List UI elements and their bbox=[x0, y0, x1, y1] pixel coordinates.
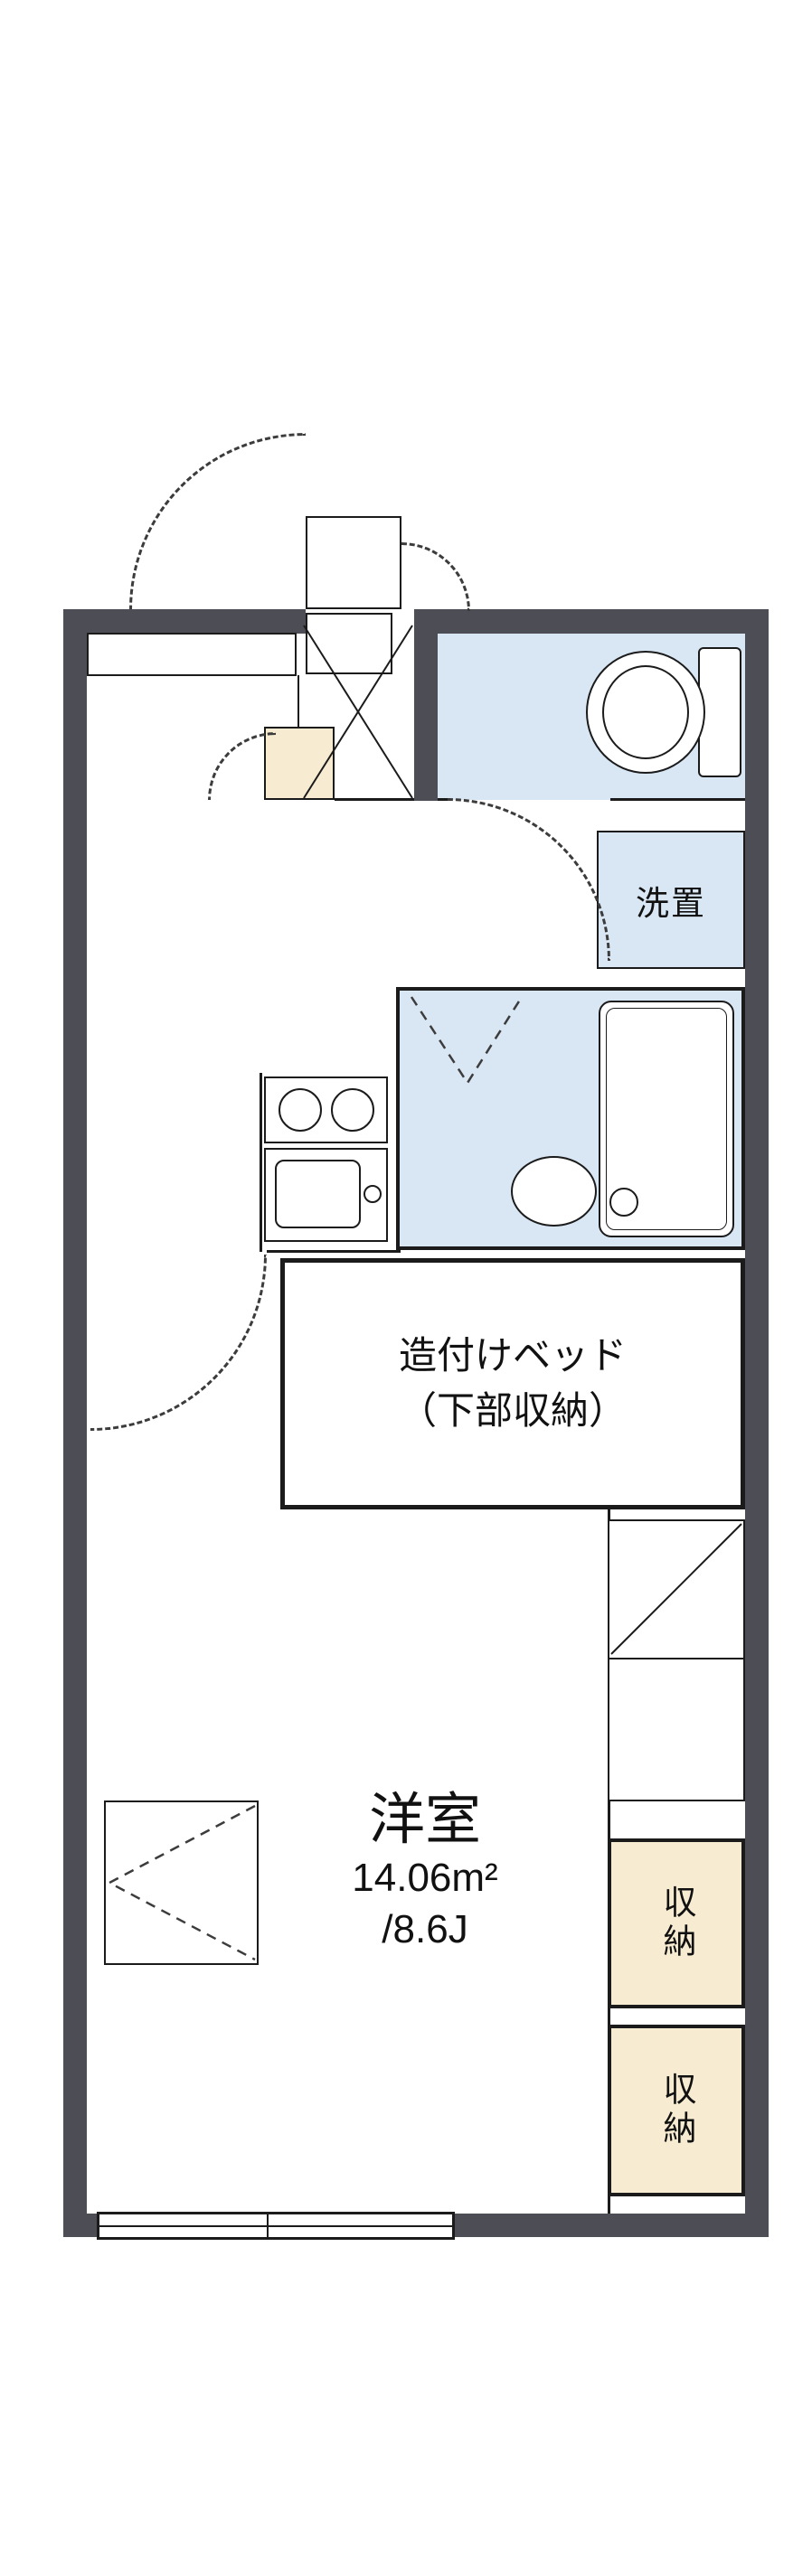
shoe-cabinet-door-arc bbox=[208, 732, 276, 800]
balcony-window-rail bbox=[99, 2225, 452, 2227]
washroom-door-arc bbox=[448, 798, 610, 961]
genkan-toilet-wall bbox=[414, 609, 438, 801]
bathtub-rim bbox=[606, 1008, 727, 1230]
wall-under-toilet-a bbox=[438, 798, 450, 801]
outer-wall-top-left bbox=[63, 609, 306, 634]
wall-under-toilet-b bbox=[610, 798, 745, 801]
bath-drain-icon bbox=[609, 1188, 638, 1217]
kitchen-side-line bbox=[260, 1073, 262, 1252]
shoe-cabinet bbox=[87, 633, 297, 676]
storage-lower: 収納 bbox=[608, 2025, 745, 2196]
storage-lower-label: 収納 bbox=[658, 2072, 695, 2149]
genkan-bottom-line bbox=[335, 798, 414, 801]
outer-wall-right bbox=[745, 609, 769, 2237]
washbasin-icon bbox=[511, 1156, 597, 1227]
washer-area: 洗置 bbox=[597, 831, 745, 969]
entry-door-swing-arc-small bbox=[401, 542, 470, 611]
toilet-tank-icon bbox=[698, 647, 741, 777]
entry-step bbox=[306, 613, 392, 674]
utility-divider-line bbox=[609, 1658, 743, 1659]
stove-burner-right-icon bbox=[331, 1088, 374, 1132]
room-name: 洋室 bbox=[368, 1789, 481, 1851]
bed-label-line1: 造付けベッド bbox=[398, 1334, 627, 1377]
balcony-window bbox=[97, 2212, 455, 2240]
entry-door-leaf bbox=[306, 516, 401, 609]
faucet-icon bbox=[364, 1185, 382, 1203]
room-area-tatami: /8.6J bbox=[382, 1907, 468, 1952]
built-in-bed: 造付けベッド （下部収納） bbox=[280, 1258, 745, 1509]
stove-burner-left-icon bbox=[279, 1088, 322, 1132]
storage-upper: 収納 bbox=[608, 1838, 745, 2008]
main-room-label: 洋室 14.06m² /8.6J bbox=[271, 1788, 579, 1956]
toilet-bowl-rim bbox=[602, 665, 689, 759]
storage-upper-label: 収納 bbox=[658, 1885, 695, 1962]
sink-basin bbox=[275, 1160, 361, 1228]
outer-wall-left bbox=[63, 609, 87, 2237]
casement-window-symbol bbox=[104, 1800, 259, 1965]
room-area-sqm: 14.06m² bbox=[352, 1856, 498, 1901]
utility-area bbox=[608, 1519, 745, 1801]
kitchen-front-line bbox=[267, 1250, 401, 1253]
sink-icon bbox=[264, 1148, 388, 1242]
washer-label: 洗置 bbox=[636, 884, 706, 922]
room-door-arc bbox=[90, 1255, 267, 1431]
outer-wall-top-right bbox=[414, 609, 769, 634]
entry-door-swing-arc bbox=[129, 433, 306, 609]
stove-icon bbox=[264, 1076, 388, 1143]
bed-label-line2: （下部収納） bbox=[398, 1389, 627, 1432]
